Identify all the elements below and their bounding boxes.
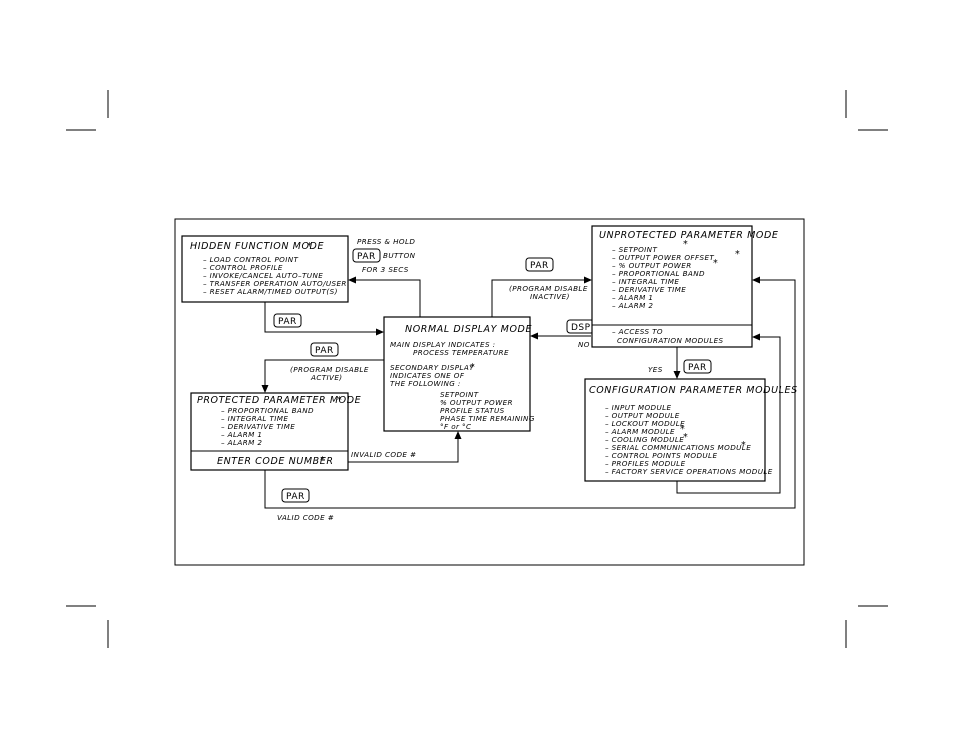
protected-item: – ALARM 1	[221, 430, 262, 439]
unprotected-star: *	[683, 239, 688, 250]
config-item: – COOLING MODULE	[605, 435, 684, 444]
par-button-unprotected[interactable]	[525, 257, 554, 272]
program-disable-inactive-note: (PROGRAM DISABLE	[509, 284, 588, 293]
par-button-return[interactable]	[273, 313, 302, 328]
enter-code-label: ENTER CODE NUMBER	[217, 456, 334, 467]
secondary-display-label: SECONDARY DISPLAY	[390, 363, 474, 372]
protected-item: – PROPORTIONAL BAND	[221, 406, 314, 415]
unprotected-parameter-mode-box: UNPROTECTED PARAMETER MODE – SETPOINT * …	[591, 225, 779, 348]
protected-parameter-mode-box: PROTECTED PARAMETER MODE * – PROPORTIONA…	[190, 392, 361, 471]
unprotected-item: – PROPORTIONAL BAND	[612, 269, 705, 278]
par-button-config[interactable]	[683, 359, 712, 374]
valid-code-note: VALID CODE #	[277, 513, 334, 522]
config-star: *	[680, 424, 685, 435]
secondary-option: SETPOINT	[440, 390, 479, 399]
hidden-item: – TRANSFER OPERATION AUTO/USER	[203, 279, 347, 288]
unprotected-star: *	[735, 249, 740, 260]
unprotected-item: – SETPOINT	[612, 245, 657, 254]
protected-title: PROTECTED PARAMETER MODE	[197, 395, 361, 406]
secondary-display-label-3: THE FOLLOWING :	[390, 379, 461, 388]
config-item: – ALARM MODULE	[605, 427, 675, 436]
protected-item: – INTEGRAL TIME	[221, 414, 288, 423]
program-disable-active-note-2: ACTIVE)	[310, 373, 343, 382]
secondary-option: PROFILE STATUS	[440, 406, 505, 415]
config-item: – INPUT MODULE	[605, 403, 672, 412]
config-item: – CONTROL POINTS MODULE	[605, 451, 717, 460]
main-display-label: MAIN DISPLAY INDICATES :	[390, 340, 495, 349]
configuration-parameter-modules-box: CONFIGURATION PARAMETER MODULES – INPUT …	[584, 378, 798, 482]
secondary-option: °F or °C	[440, 422, 471, 431]
par-button-return-label: PAR	[278, 317, 297, 327]
unprotected-item: – OUTPUT POWER OFFSET	[612, 253, 714, 262]
par-button-valid[interactable]	[281, 488, 310, 503]
program-disable-active-note: (PROGRAM DISABLE	[290, 365, 369, 374]
par-button-protected-label: PAR	[315, 346, 334, 356]
par-button-protected[interactable]	[310, 342, 339, 357]
main-display-value: PROCESS TEMPERATURE	[413, 348, 509, 357]
unprotected-item: – INTEGRAL TIME	[612, 277, 679, 286]
normal-display-mode-box: NORMAL DISPLAY MODE MAIN DISPLAY INDICAT…	[383, 316, 535, 432]
crop-marks	[66, 90, 888, 648]
secondary-option: PHASE TIME REMAINING	[440, 414, 535, 423]
diagram-frame	[174, 218, 805, 566]
par-button-unprotected-label: PAR	[530, 261, 549, 271]
config-item: – FACTORY SERVICE OPERATIONS MODULE	[605, 467, 773, 476]
hidden-title: HIDDEN FUNCTION MODE	[190, 241, 324, 252]
config-star: *	[741, 440, 746, 451]
hidden-item: – RESET ALARM/TIMED OUTPUT(S)	[203, 287, 338, 296]
config-title: CONFIGURATION PARAMETER MODULES	[589, 385, 798, 396]
config-item: – LOCKOUT MODULE	[605, 419, 685, 428]
unprotected-item: – DERIVATIVE TIME	[612, 285, 686, 294]
enter-code-star: *	[320, 455, 325, 466]
config-item: – SERIAL COMMUNICATIONS MODULE	[605, 443, 751, 452]
unprotected-item: – % OUTPUT POWER	[612, 261, 692, 270]
normal-title: NORMAL DISPLAY MODE	[405, 324, 532, 335]
unprotected-item: – ALARM 1	[612, 293, 653, 302]
unprotected-item: – ALARM 2	[612, 301, 653, 310]
program-disable-inactive-note-2: INACTIVE)	[530, 292, 570, 301]
dsp-button-label: DSP	[571, 323, 591, 333]
protected-item: – ALARM 2	[221, 438, 262, 447]
hidden-star: *	[307, 241, 312, 252]
secondary-option: % OUTPUT POWER	[440, 398, 513, 407]
config-item: – OUTPUT MODULE	[605, 411, 680, 420]
hidden-item: – LOAD CONTROL POINT	[203, 255, 299, 264]
press-hold-note: PRESS & HOLD PAR BUTTON FOR 3 SECS	[352, 237, 416, 274]
yes-label: YES	[648, 365, 663, 374]
unprotected-star: *	[713, 258, 718, 269]
protected-star: *	[337, 395, 342, 406]
config-star: *	[683, 432, 688, 443]
button-text: BUTTON	[383, 251, 416, 260]
hidden-item: – CONTROL PROFILE	[203, 263, 283, 272]
secondary-star: *	[470, 362, 475, 373]
no-label: NO	[578, 340, 590, 349]
connector-lines	[261, 276, 796, 509]
par-button-valid-label: PAR	[286, 492, 305, 502]
config-item: – PROFILES MODULE	[605, 459, 686, 468]
access-config-label-2: CONFIGURATION MODULES	[617, 336, 724, 345]
protected-item: – DERIVATIVE TIME	[221, 422, 295, 431]
press-hold-text: PRESS & HOLD	[357, 237, 415, 246]
par-button-hold[interactable]	[352, 248, 381, 263]
secondary-display-label-2: INDICATES ONE OF	[390, 371, 465, 380]
hidden-function-mode-box: HIDDEN FUNCTION MODE * – LOAD CONTROL PO…	[181, 235, 349, 303]
par-button-config-label: PAR	[688, 363, 707, 373]
access-config-label: – ACCESS TO	[612, 327, 663, 336]
par-button-hold-label: PAR	[357, 252, 376, 262]
unprotected-title: UNPROTECTED PARAMETER MODE	[599, 230, 779, 241]
invalid-code-note: INVALID CODE #	[351, 450, 416, 459]
for-3-secs-text: FOR 3 SECS	[362, 265, 409, 274]
hidden-item: – INVOKE/CANCEL AUTO–TUNE	[203, 271, 323, 280]
